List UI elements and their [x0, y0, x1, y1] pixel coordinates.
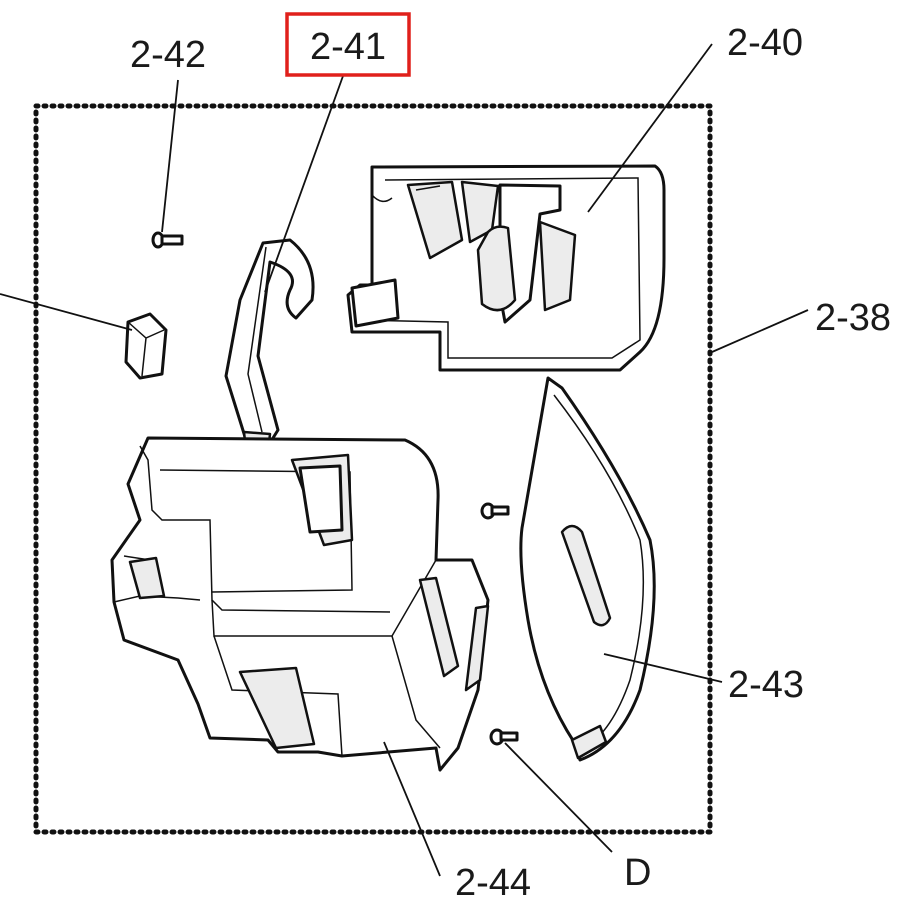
- part-small-block[interactable]: [124, 312, 168, 380]
- leader-2-41: [264, 75, 344, 293]
- leader-D: [504, 742, 613, 853]
- part-D-screw-upper[interactable]: [480, 502, 510, 520]
- callout-2-40: 2-40: [727, 22, 803, 64]
- part-2-40-cover-plate[interactable]: [346, 164, 666, 372]
- leader-lines: [0, 43, 809, 877]
- callout-2-44: 2-44: [455, 862, 531, 900]
- leader-2-38: [711, 309, 809, 353]
- leader-2-43: [603, 653, 723, 683]
- assembly-boundary: [33, 103, 713, 835]
- callout-D: D: [624, 852, 651, 894]
- part-D-screw-lower[interactable]: [489, 728, 519, 746]
- leader-small-block: [0, 293, 133, 331]
- callout-2-41: 2-41: [310, 26, 386, 68]
- part-2-43-side-panel[interactable]: [519, 376, 656, 762]
- callout-2-42: 2-42: [130, 34, 206, 76]
- highlight-box-2-41: [285, 12, 411, 77]
- leader-2-42: [161, 79, 179, 233]
- callout-2-43: 2-43: [728, 664, 804, 706]
- part-2-42-screw[interactable]: [151, 231, 184, 249]
- leader-2-44: [383, 741, 441, 877]
- leader-2-40: [587, 43, 713, 213]
- callout-2-38: 2-38: [815, 297, 891, 339]
- part-2-44-main-housing[interactable]: [110, 436, 490, 772]
- part-2-41-hook-bracket[interactable]: [224, 238, 315, 454]
